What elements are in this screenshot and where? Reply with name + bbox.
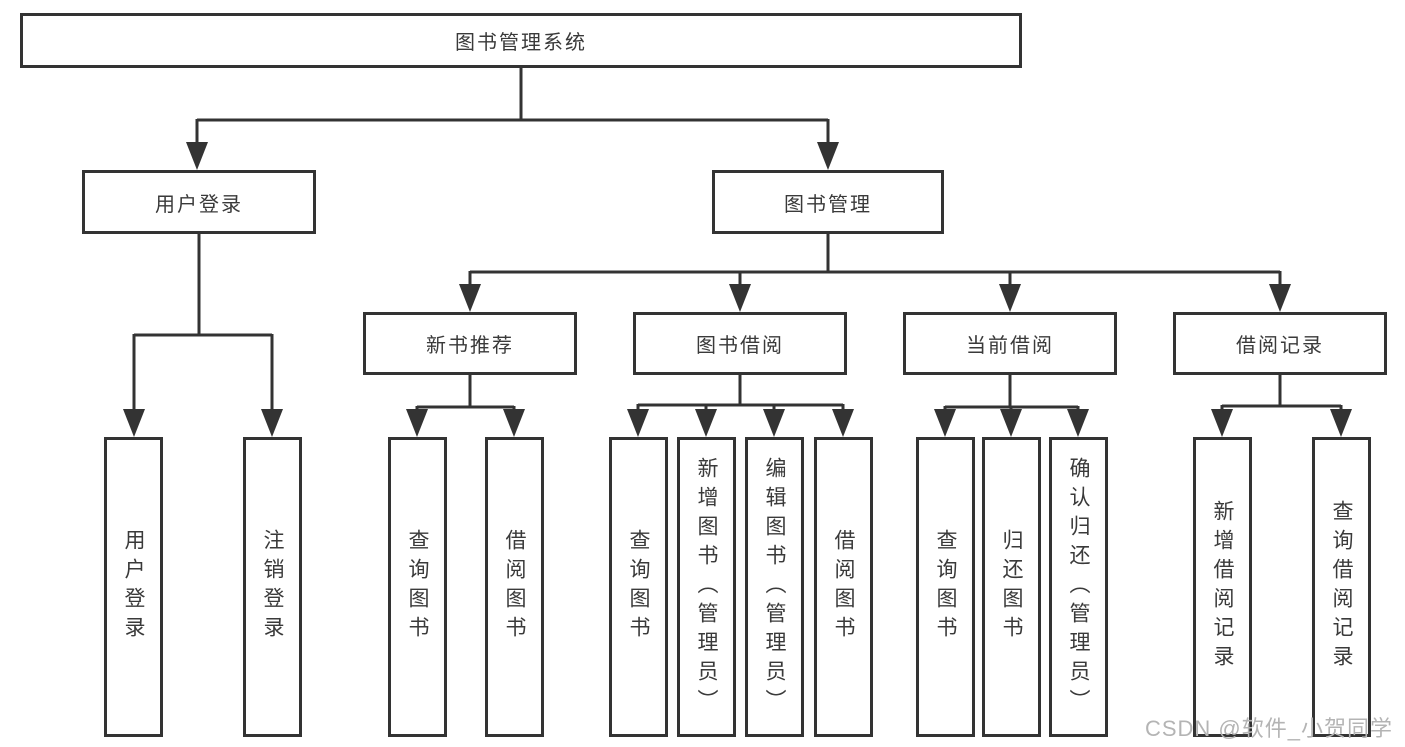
leaf-cb-confirm-return-admin-label: 确认归还（管理员）: [1067, 456, 1090, 718]
leaf-bb-edit-books-admin: 编辑图书（管理员）: [745, 437, 804, 737]
csdn-watermark: CSDN @软件_小贺同学: [1144, 716, 1393, 741]
leaf-br-add-record: 新增借阅记录: [1193, 437, 1252, 737]
leaf-cb-return-books: 归还图书: [982, 437, 1041, 737]
leaf-logout-label: 注销登录: [261, 529, 284, 645]
node-borrow-records-label: 借阅记录: [1236, 335, 1324, 357]
leaf-bb-borrow-books-label: 借阅图书: [832, 529, 855, 645]
node-root-label: 图书管理系统: [455, 32, 587, 54]
node-new-book-recommend-label: 新书推荐: [426, 335, 514, 357]
node-user-login: 用户登录: [82, 170, 316, 234]
leaf-nbr-borrow-books: 借阅图书: [485, 437, 544, 737]
node-book-management: 图书管理: [712, 170, 944, 234]
leaf-br-query-record-label: 查询借阅记录: [1330, 500, 1353, 674]
leaf-logout: 注销登录: [243, 437, 302, 737]
node-book-management-label: 图书管理: [784, 193, 872, 216]
node-book-borrow: 图书借阅: [633, 312, 847, 375]
leaf-bb-query-books-label: 查询图书: [627, 529, 650, 645]
leaf-cb-return-books-label: 归还图书: [1000, 529, 1023, 645]
leaf-nbr-borrow-books-label: 借阅图书: [503, 529, 526, 645]
node-book-borrow-label: 图书借阅: [696, 335, 784, 357]
node-current-borrow: 当前借阅: [903, 312, 1117, 375]
node-new-book-recommend: 新书推荐: [363, 312, 577, 375]
leaf-user-login: 用户登录: [104, 437, 163, 737]
node-current-borrow-label: 当前借阅: [966, 335, 1054, 357]
leaf-cb-query-books-label: 查询图书: [934, 529, 957, 645]
leaf-cb-query-books: 查询图书: [916, 437, 975, 737]
leaf-br-add-record-label: 新增借阅记录: [1211, 500, 1234, 674]
leaf-bb-edit-books-admin-label: 编辑图书（管理员）: [763, 456, 786, 718]
leaf-bb-query-books: 查询图书: [609, 437, 668, 737]
leaf-nbr-query-books-label: 查询图书: [406, 529, 429, 645]
leaf-cb-confirm-return-admin: 确认归还（管理员）: [1049, 437, 1108, 737]
leaf-bb-add-books-admin: 新增图书（管理员）: [677, 437, 736, 737]
leaf-user-login-label: 用户登录: [122, 529, 145, 645]
node-borrow-records: 借阅记录: [1173, 312, 1387, 375]
leaf-nbr-query-books: 查询图书: [388, 437, 447, 737]
node-user-login-label: 用户登录: [155, 193, 243, 216]
leaf-bb-borrow-books: 借阅图书: [814, 437, 873, 737]
leaf-bb-add-books-admin-label: 新增图书（管理员）: [695, 456, 718, 718]
node-root: 图书管理系统: [20, 13, 1022, 68]
leaf-br-query-record: 查询借阅记录: [1312, 437, 1371, 737]
